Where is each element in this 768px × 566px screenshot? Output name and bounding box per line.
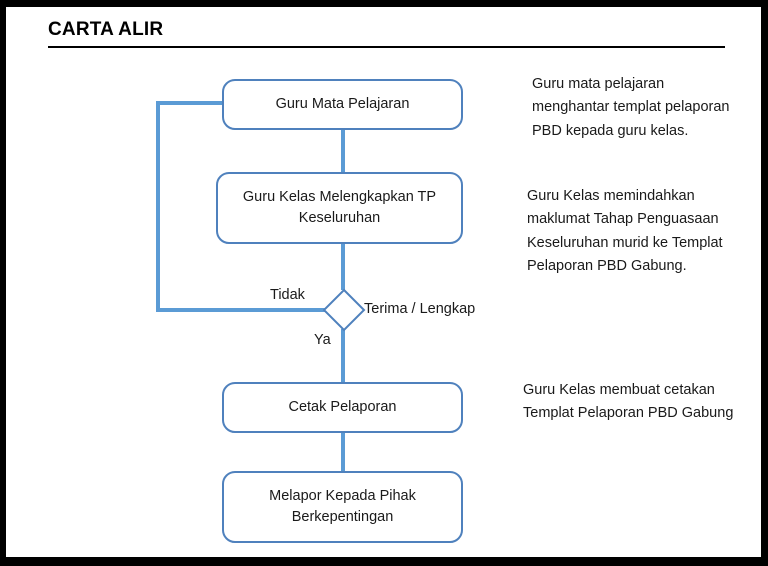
page-title: CARTA ALIR	[48, 19, 164, 40]
diamond-shape-icon	[322, 288, 366, 332]
flow-node-label: Cetak Pelaporan	[288, 398, 397, 415]
flow-node-label: Guru Mata Pelajaran	[275, 95, 410, 112]
flow-node-melapor-kepada-pihak-berkepentingan[interactable]: Melapor Kepada Pihak Berkepentingan	[222, 471, 463, 543]
connector-cetak-to-melapor	[341, 431, 345, 473]
flow-node-label: Guru Kelas Melengkapkan TP Keseluruhan	[242, 188, 437, 226]
frame-border-top	[0, 0, 768, 7]
flow-node-cetak-pelaporan[interactable]: Cetak Pelaporan	[222, 382, 463, 433]
connector-decision-yes-to-cetak	[341, 329, 345, 384]
connector-guru-mata-to-guru-kelas	[341, 128, 345, 174]
frame-border-left	[0, 0, 6, 566]
feedback-loop-horizontal-top	[156, 101, 224, 105]
edge-label-terima-lengkap: Terima / Lengkap	[364, 301, 476, 317]
connector-guru-kelas-to-decision	[341, 242, 345, 290]
edge-label-tidak: Tidak	[270, 287, 305, 303]
title-underline	[48, 46, 725, 48]
feedback-loop-horizontal-bottom	[156, 308, 326, 312]
frame-border-bottom	[0, 557, 768, 566]
edge-label-ya: Ya	[314, 332, 331, 348]
frame-border-right	[761, 0, 768, 566]
diagram-area: CARTA ALIR Guru Mata Pelajaran Guru Kela…	[6, 7, 761, 557]
flow-node-label: Melapor Kepada Pihak Berkepentingan	[269, 487, 416, 525]
flow-node-guru-kelas-melengkapkan-tp[interactable]: Guru Kelas Melengkapkan TP Keseluruhan	[216, 172, 463, 244]
feedback-loop-vertical	[156, 101, 160, 312]
flow-node-decision-terima-lengkap[interactable]	[322, 288, 366, 332]
annotation-note-3: Guru Kelas membuat cetakan Templat Pelap…	[523, 382, 734, 422]
annotation-note-2: Guru Kelas memindahkan maklumat Tahap Pe…	[527, 188, 723, 275]
flow-node-guru-mata-pelajaran[interactable]: Guru Mata Pelajaran	[222, 79, 463, 130]
annotation-note-1: Guru mata pelajaran menghantar templat p…	[532, 76, 730, 139]
